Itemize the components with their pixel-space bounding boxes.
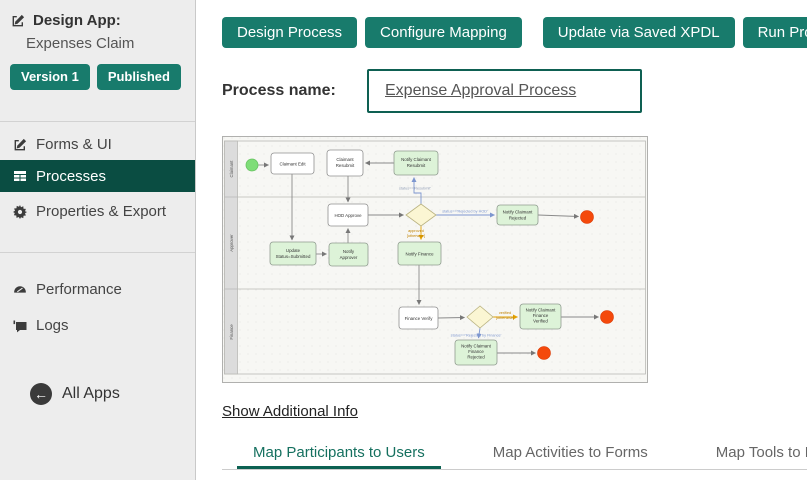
lane-label-approver: Approver xyxy=(229,234,234,252)
process-name-label: Process name: xyxy=(222,82,336,99)
design-process-button[interactable]: Design Process xyxy=(222,17,358,48)
all-apps-label: All Apps xyxy=(62,385,120,402)
end-event-finance-rejected xyxy=(537,346,551,360)
end-event-verified xyxy=(600,310,614,324)
tab-map-tools-to-plugins[interactable]: Map Tools to Plugins xyxy=(715,444,807,461)
process-diagram-canvas: Claimant Approver Finance status=='Resub… xyxy=(222,136,648,383)
app-header: Design App: Expenses Claim xyxy=(10,12,190,52)
tachometer-icon xyxy=(12,282,28,298)
published-badge: Published xyxy=(96,64,181,90)
diagram-node-hod-approve: HOD Approve xyxy=(327,203,369,227)
gateway-finance-decision xyxy=(466,305,494,329)
mapping-tabs: Map Participants to Users Map Activities… xyxy=(222,437,807,470)
logs-icon xyxy=(12,318,28,334)
gateway-hod-decision xyxy=(405,203,437,227)
gear-icon xyxy=(12,204,28,220)
sidebar-item-logs[interactable]: Logs xyxy=(0,310,195,341)
configure-mapping-button[interactable]: Configure Mapping xyxy=(365,17,522,48)
svg-text:Notify Claimant: Notify Claimant xyxy=(401,157,432,162)
sidebar-item-label: Processes xyxy=(36,167,107,185)
diagram-node-notify-finance: Notify Finance xyxy=(397,241,442,266)
diagram-node-notify-claimant-finance-verified: Notify Claimant Finance Verified xyxy=(519,303,562,330)
app-name: Expenses Claim xyxy=(26,35,135,52)
arrow-left-circle-icon: ← xyxy=(30,383,52,405)
sidebar-item-label: Performance xyxy=(36,281,122,298)
swimlane-pool: Claimant Approver Finance xyxy=(224,140,646,375)
svg-text:Notify Claimant: Notify Claimant xyxy=(503,210,534,215)
sidebar-item-performance[interactable]: Performance xyxy=(0,274,195,305)
edge-label-resubmit: status=='Resubmit' xyxy=(399,187,431,191)
edge-label-verified-otherwise: [otherwise] xyxy=(496,316,514,320)
tab-map-activities-to-forms[interactable]: Map Activities to Forms xyxy=(492,444,648,461)
toolbar: Design Process Configure Mapping Update … xyxy=(222,17,807,48)
update-xpdl-button[interactable]: Update via Saved XPDL xyxy=(542,17,735,48)
show-additional-info-link[interactable]: Show Additional Info xyxy=(222,403,358,420)
diagram-node-notify-claimant-resubmit: Notify Claimant Resubmit xyxy=(393,150,439,176)
svg-text:Finance: Finance xyxy=(468,349,484,354)
bpmn-diagram: Claimant Approver Finance status=='Resub… xyxy=(223,137,647,382)
start-event xyxy=(245,158,259,172)
svg-text:Finance Verify: Finance Verify xyxy=(405,316,434,321)
sidebar-divider xyxy=(0,121,195,122)
edge-label-approved: approved xyxy=(408,229,424,233)
svg-text:Notify Claimant: Notify Claimant xyxy=(461,344,492,349)
svg-text:Approver: Approver xyxy=(340,255,358,260)
svg-text:Notify Claimant: Notify Claimant xyxy=(526,308,557,313)
condition-flows-blue xyxy=(411,177,495,339)
svg-text:Finance: Finance xyxy=(533,313,549,318)
svg-text:Verified: Verified xyxy=(533,319,548,324)
diagram-node-notify-claimant-rejected: Notify Claimant Rejected xyxy=(496,204,539,226)
sidebar-item-label: Logs xyxy=(36,317,69,334)
diagram-node-update-status: Update Status=Submitted xyxy=(269,241,317,266)
edge-label-rejected-by-hod: status=='Rejected by HOD' xyxy=(442,210,488,214)
sidebar-divider xyxy=(0,252,195,253)
sidebar-item-forms-ui[interactable]: Forms & UI xyxy=(0,129,195,160)
svg-text:Claimant: Claimant xyxy=(336,157,354,162)
svg-text:Claimant Edit: Claimant Edit xyxy=(279,162,306,167)
svg-text:Resubmit: Resubmit xyxy=(336,163,355,168)
sidebar-item-label: Properties & Export xyxy=(36,203,167,220)
svg-text:Notify: Notify xyxy=(343,249,355,254)
edge-label-rejected-by-finance: status=='Rejected by Finance' xyxy=(451,334,502,338)
svg-text:Rejected: Rejected xyxy=(467,355,485,360)
diagram-node-notify-approver: Notify Approver xyxy=(328,242,369,267)
table-icon xyxy=(12,168,28,184)
sidebar-item-processes[interactable]: Processes xyxy=(0,160,195,192)
lane-label-claimant: Claimant xyxy=(229,160,234,178)
run-process-button[interactable]: Run Process xyxy=(742,17,807,48)
diagram-node-claimant-edit: Claimant Edit xyxy=(270,152,315,175)
svg-text:Notify Finance: Notify Finance xyxy=(405,252,434,257)
edit-icon xyxy=(10,13,26,29)
svg-text:Update: Update xyxy=(286,248,301,253)
svg-text:Rejected: Rejected xyxy=(509,216,527,221)
all-apps-button[interactable]: ← All Apps xyxy=(30,383,120,405)
diagram-node-notify-claimant-finance-rejected: Notify Claimant Finance Rejected xyxy=(454,339,498,366)
sidebar: Design App: Expenses Claim Version 1 Pub… xyxy=(0,0,196,480)
tab-map-participants-to-users[interactable]: Map Participants to Users xyxy=(237,437,441,469)
app-header-label: Design App: xyxy=(33,12,121,29)
diagram-node-claimant-resubmit: Claimant Resubmit xyxy=(326,149,364,177)
svg-text:HOD Approve: HOD Approve xyxy=(334,213,362,218)
end-event-rejected xyxy=(580,210,594,224)
edge-label-approved-otherwise: [otherwise] xyxy=(407,234,425,238)
svg-text:Resubmit: Resubmit xyxy=(407,163,426,168)
sidebar-item-label: Forms & UI xyxy=(36,136,112,153)
condition-flows-orange xyxy=(418,226,518,320)
process-name-input[interactable] xyxy=(367,69,642,113)
svg-text:Status=Submitted: Status=Submitted xyxy=(276,254,311,259)
edge-label-verified: verified xyxy=(499,311,511,315)
edit-icon xyxy=(12,137,28,153)
version-badge: Version 1 xyxy=(10,64,90,90)
sidebar-item-properties-export[interactable]: Properties & Export xyxy=(0,196,195,227)
sequence-flows xyxy=(258,160,599,356)
process-name-row: Process name: xyxy=(222,69,642,113)
lane-label-finance: Finance xyxy=(229,324,234,340)
diagram-node-finance-verify: Finance Verify xyxy=(398,306,439,330)
